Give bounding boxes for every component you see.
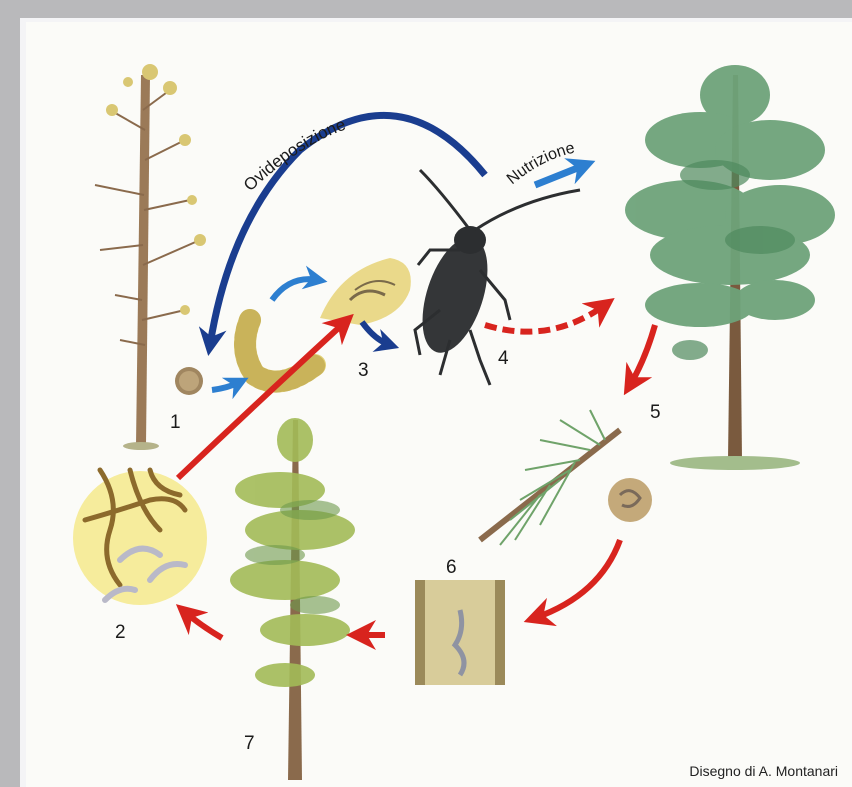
egg-to-larva-arrow — [212, 382, 240, 390]
larva-to-pupa-arrow — [272, 279, 318, 300]
stage-6-bark — [415, 580, 505, 685]
ovideposizione-text: Ovideposizione — [240, 115, 348, 195]
stage-number-6: 6 — [446, 557, 457, 579]
artist-credit: Disegno di A. Montanari — [689, 763, 838, 779]
stage-number-1: 1 — [170, 412, 181, 434]
young-pine-to-galleries-arrow — [185, 612, 222, 638]
adult-to-pine-dashed-arrow — [485, 305, 605, 332]
galleries-to-pupa-arrow — [178, 322, 345, 478]
stage-4-beetle — [410, 170, 580, 385]
stage-number-2: 2 — [115, 622, 126, 644]
stage-1-egg — [175, 367, 203, 395]
pupa-to-adult-arrow — [362, 322, 390, 345]
young-pine — [230, 418, 355, 780]
larva — [245, 320, 315, 382]
ovideposizione-label: Ovideposizione — [240, 115, 348, 195]
stage-number-5: 5 — [650, 402, 661, 424]
stage-2-galleries — [73, 470, 207, 605]
stage-number-3: 3 — [358, 360, 369, 382]
pine-to-branch-arrow — [630, 325, 655, 385]
stage-5-branch — [480, 410, 652, 545]
branch-to-bark-arrow — [535, 540, 620, 618]
stage-number-4: 4 — [498, 348, 509, 370]
stage-3-pupa — [320, 258, 411, 325]
stage-number-7: 7 — [244, 733, 255, 755]
